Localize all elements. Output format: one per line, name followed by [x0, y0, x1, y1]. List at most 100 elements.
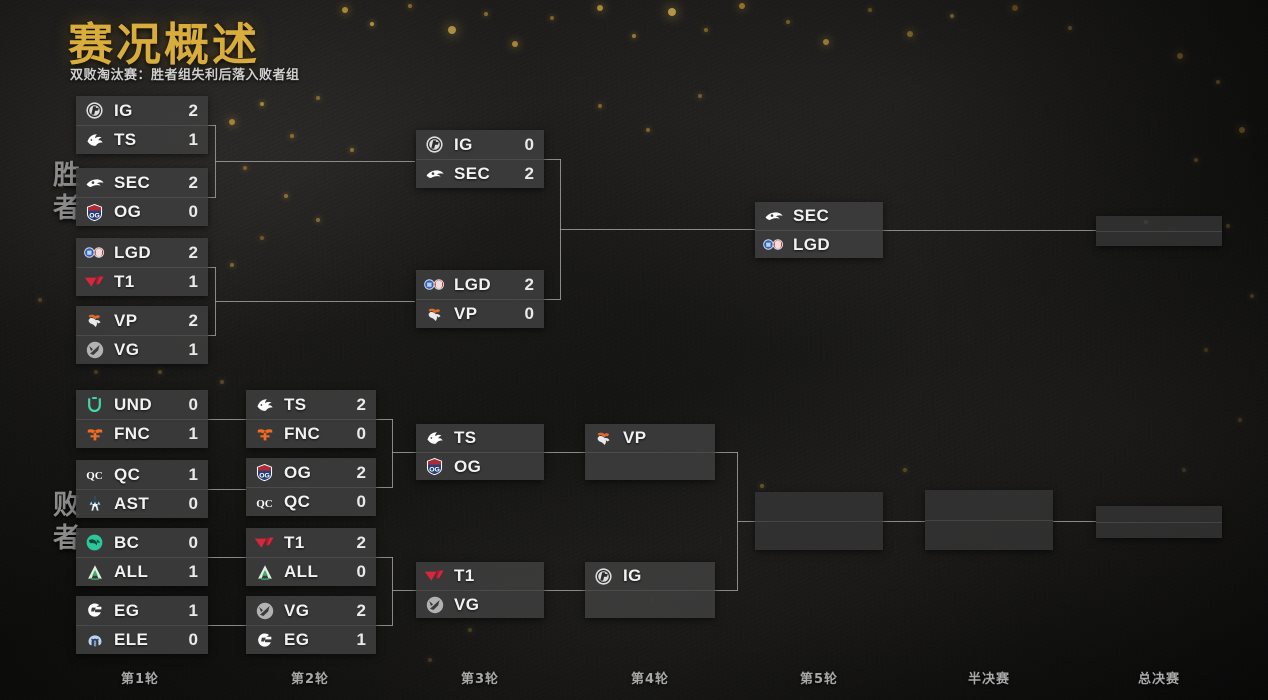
bracket-connector-line — [376, 487, 393, 488]
match-row-top[interactable]: BC 0 — [76, 528, 208, 557]
team-name: BC — [114, 532, 140, 552]
match-row-top[interactable] — [925, 490, 1053, 520]
team-score: 0 — [188, 394, 198, 414]
match-card[interactable] — [1096, 506, 1222, 538]
t1-logo-icon — [84, 272, 105, 293]
match-row-bottom[interactable] — [585, 590, 715, 618]
bracket-connector-line — [715, 452, 738, 453]
match-card[interactable] — [925, 490, 1053, 550]
match-row-top[interactable]: TS — [416, 424, 544, 452]
astralis-star-logo-icon — [84, 494, 105, 515]
vg-logo-icon — [254, 600, 275, 621]
svg-text:OG: OG — [89, 212, 100, 219]
bracket-connector-line — [208, 335, 216, 336]
match-card[interactable] — [755, 492, 883, 550]
lgd-dual-logo-icon — [424, 274, 445, 295]
team-name: IG — [454, 134, 473, 154]
team-name: VP — [454, 304, 478, 323]
round-label: 总决赛 — [1137, 672, 1180, 687]
match-row-top[interactable] — [755, 492, 883, 521]
match-card[interactable]: VP — [585, 424, 715, 480]
match-row-top[interactable]: T1 — [416, 562, 544, 590]
bracket-connector-line — [208, 197, 216, 198]
match-row-bottom[interactable] — [585, 452, 715, 480]
match-row-bottom[interactable]: VG — [416, 590, 544, 618]
bracket-connector-line — [376, 625, 393, 626]
empty-logo — [763, 526, 784, 547]
match-row-bottom[interactable]: LGD — [755, 230, 883, 258]
bracket-connector-line — [215, 161, 415, 162]
bracket-connector-line — [883, 521, 925, 522]
ig-logo-icon — [84, 100, 105, 121]
match-row-bottom[interactable] — [755, 521, 883, 550]
match-row-bottom[interactable] — [1096, 522, 1222, 538]
match-row-bottom[interactable] — [925, 520, 1053, 550]
match-row-top[interactable]: IG — [585, 562, 715, 590]
team-name: FNC — [284, 424, 321, 443]
match-card[interactable] — [1096, 216, 1222, 246]
match-row-top[interactable]: SEC — [755, 202, 883, 230]
empty-logo — [933, 525, 954, 546]
svg-text:QC: QC — [256, 498, 273, 510]
match-row-top[interactable]: VP — [585, 424, 715, 452]
winners-bracket-label: 胜者 — [48, 160, 79, 226]
match-row-bottom[interactable] — [1096, 231, 1222, 246]
team-score: 0 — [188, 532, 198, 552]
team-name: EG — [284, 630, 310, 649]
team-name: SEC — [114, 172, 151, 192]
team-name: T1 — [114, 272, 135, 291]
team-name: LGD — [114, 242, 152, 262]
og-logo-icon: OG — [254, 462, 275, 483]
round-label: 半决赛 — [967, 672, 1010, 687]
match-card[interactable]: IG — [585, 562, 715, 618]
lgd-dual-logo-icon — [84, 242, 105, 263]
team-name: IG — [623, 566, 642, 585]
